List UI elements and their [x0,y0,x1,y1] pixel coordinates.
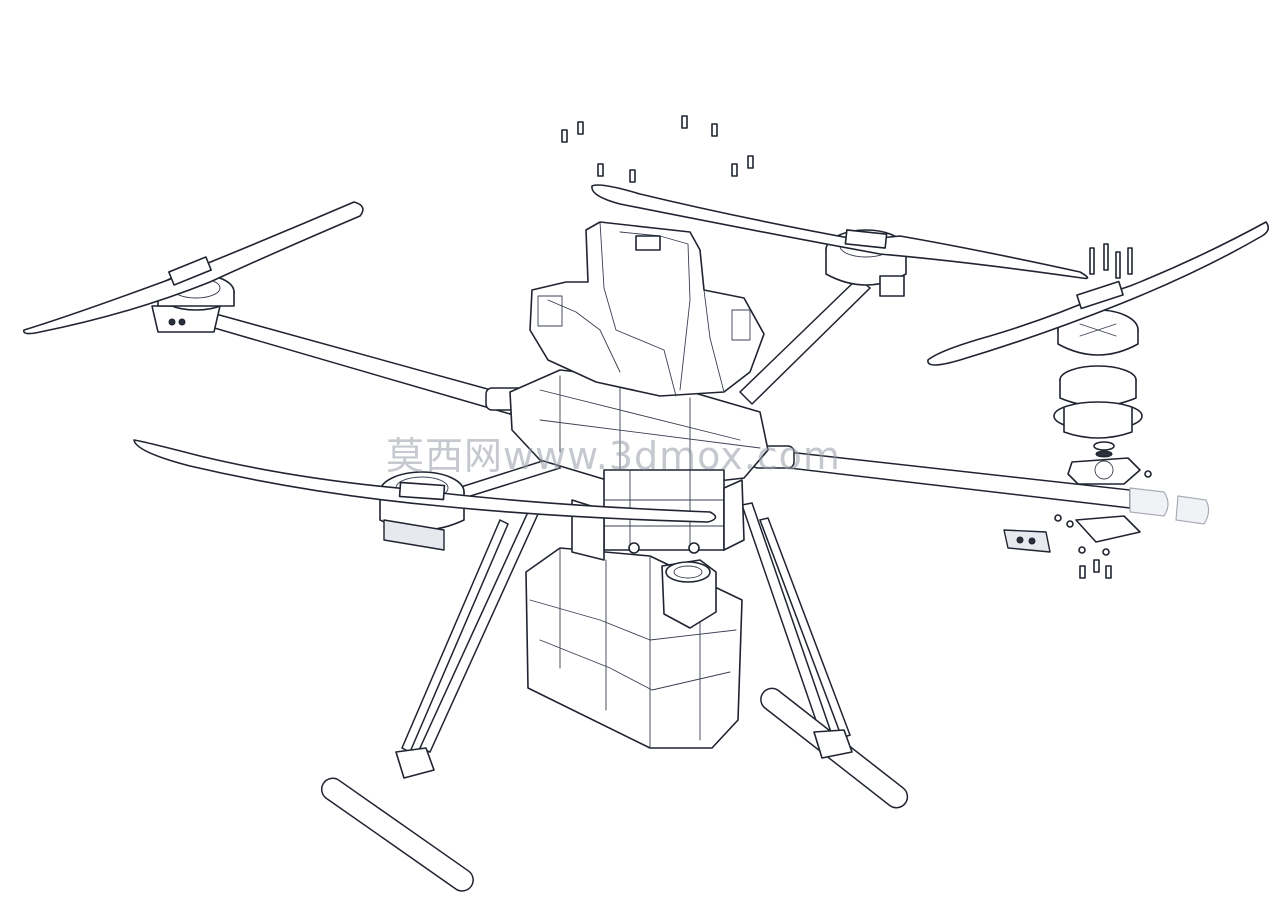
screw-group-top [561,115,754,183]
canopy-vent [635,235,661,251]
propeller-rear-right [927,221,1270,366]
arm-tube-front-left [178,307,522,415]
screw-group-motor [1089,243,1133,279]
screws [561,115,1152,579]
landing-skid-left [320,777,474,892]
arm-tube-front-right [738,276,872,406]
landing-leg-right-b [759,517,851,739]
landing-gear [320,502,909,892]
arm-tubes [178,276,1131,509]
canopy [529,221,765,397]
skid-joint-left [395,747,435,779]
screw-group-clamp [1054,470,1152,579]
propellers [23,184,1270,523]
propeller-front-left [23,201,364,335]
propeller-rear-left [133,439,717,523]
motor-exploded [1003,309,1210,553]
landing-leg-left-b [401,518,509,754]
skid-joint-right [813,729,853,759]
propeller-front-right [591,184,1089,280]
spray-tank [525,547,743,749]
